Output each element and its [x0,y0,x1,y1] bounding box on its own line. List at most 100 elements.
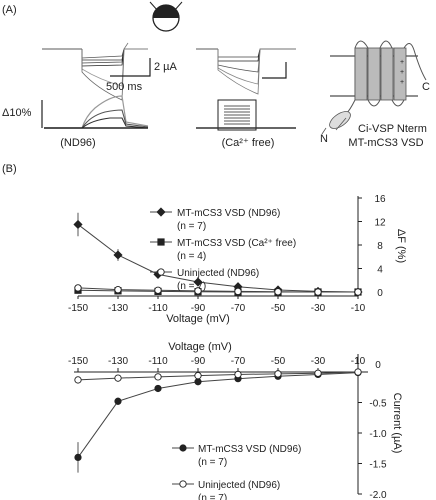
deltaf-x-axis-label: Voltage (mV) [166,313,230,325]
data-point [74,453,82,461]
legend-marker [179,480,187,488]
legend-marker [156,207,166,217]
svg-text:+: + [400,79,404,86]
data-point [113,250,123,260]
data-point [114,397,122,405]
current-chart: -150-130-110-90-70-50-30-10 0-0.5-1.0-1.… [68,341,403,500]
data-point [194,378,202,386]
schematic-title: MT-mCS3 VSD [348,137,423,149]
x-tick-label: -130 [108,303,128,314]
svg-text:+: + [400,59,404,66]
n-terminus-label: N [320,133,328,145]
data-point [274,370,282,378]
oocyte-icon [149,1,183,32]
legend-marker [179,444,187,452]
scale-fluor-label: Δ10% [2,107,32,119]
y-tick-label: 16 [374,194,386,205]
x-tick-label: -70 [231,303,246,314]
y-tick-label: 0 [375,360,381,371]
legend-n: (n = 7) [198,493,227,500]
legend-n: (n = 4) [177,251,206,262]
x-tick-label: -90 [191,356,206,367]
ci-vsp-nterm-label: Ci-VSP Nterm [358,123,427,135]
legend-label: MT-mCS3 VSD (ND96) [177,208,280,219]
y-tick-label: 4 [377,265,383,276]
svg-text:+: + [400,69,404,76]
deltaf-y-axis-label: ΔF (%) [395,229,407,263]
series-line-uninjected-nd96 [77,371,359,381]
legend-label: MT-mCS3 VSD (ND96) [198,444,301,455]
x-tick-label: -150 [68,303,88,314]
x-tick-label: -50 [271,303,286,314]
series-line-mt-mcs3-vsd-nd96 [77,372,359,458]
data-point [114,374,122,382]
y-tick-label: -1.5 [369,460,387,471]
deltaf-legend: MT-mCS3 VSD (ND96) (n = 7) MT-mCS3 VSD (Ca… [150,207,296,292]
data-point [114,285,122,294]
x-tick-label: -70 [231,356,246,367]
data-point [154,373,162,381]
data-point [154,286,162,294]
vsd-schematic-icon: + + + [321,40,427,135]
condition-nd96-label: (ND96) [60,137,95,149]
legend-n: (n = 7) [177,281,206,292]
fluor-traces-nd96 [44,95,149,129]
legend-label: Uninjected (ND96) [177,268,259,279]
data-point [193,277,203,287]
data-point [194,287,202,295]
x-tick-label: -110 [148,356,168,367]
scale-bar-current-ca-free [262,62,287,79]
deltaf-x-ticks: -150 -130 -110 -90 -70 -50 -30 -10 [68,296,366,314]
legend-label: Uninjected (ND96) [198,480,280,491]
scale-current-label: 2 µA [154,61,178,73]
legend-marker [157,268,165,276]
y-tick-label: 12 [374,218,386,229]
current-x-ticks: -150-130-110-90-70-50-30-10 [68,356,366,372]
data-point [154,384,162,393]
data-point [74,376,82,384]
current-traces-ca-free [196,48,296,95]
current-y-axis-label: Current (µA) [391,393,403,454]
y-tick-label: 0 [377,288,383,299]
deltaf-series [73,212,363,297]
data-point [314,288,322,296]
x-tick-label: -110 [148,303,168,314]
data-point [354,368,362,376]
data-point [274,288,282,296]
deltaf-y-ticks: 0 4 8 12 16 [358,194,386,299]
legend-n: (n = 7) [198,457,227,468]
data-point [234,370,242,379]
panel-a-label: (A) [2,4,17,16]
x-tick-label: -130 [108,356,128,367]
series-line-mt-mcs3-vsd-nd96 [77,224,359,293]
x-tick-label: -30 [311,356,326,367]
legend-label: MT-mCS3 VSD (Ca²⁺ free) [177,238,296,249]
x-tick-label: -90 [191,303,206,314]
x-tick-label: -10 [351,303,366,314]
y-tick-label: 8 [377,241,383,252]
legend-n: (n = 7) [177,221,206,232]
y-tick-label: -0.5 [369,399,387,410]
current-y-ticks: 0 -0.5 -1.0 -1.5 -2.0 [357,354,387,500]
y-tick-label: -2.0 [369,490,387,500]
deltaf-chart: -150 -130 -110 -90 -70 -50 -30 -10 0 4 8 12 16 Volt… [68,194,407,325]
panel-b-label: (B) [2,163,17,175]
x-tick-label: -50 [271,356,286,367]
c-terminus-label: C [422,81,430,93]
scale-bar-current [110,58,151,77]
x-tick-label: -150 [68,356,88,367]
data-point [234,287,242,296]
scale-time-label: 500 ms [106,81,143,93]
data-point [73,219,83,230]
legend-marker [157,238,165,246]
series-line-uninjected-nd96 [77,287,358,293]
current-traces-nd96 [42,42,148,101]
y-tick-label: -1.0 [369,429,387,440]
data-point [74,284,82,292]
data-point [194,372,202,380]
x-tick-label: -30 [311,303,326,314]
current-x-axis-label: Voltage (mV) [168,341,232,353]
data-point [354,288,362,296]
current-legend: MT-mCS3 VSD (ND96) (n = 7) Uninjected (ND9… [172,444,301,500]
